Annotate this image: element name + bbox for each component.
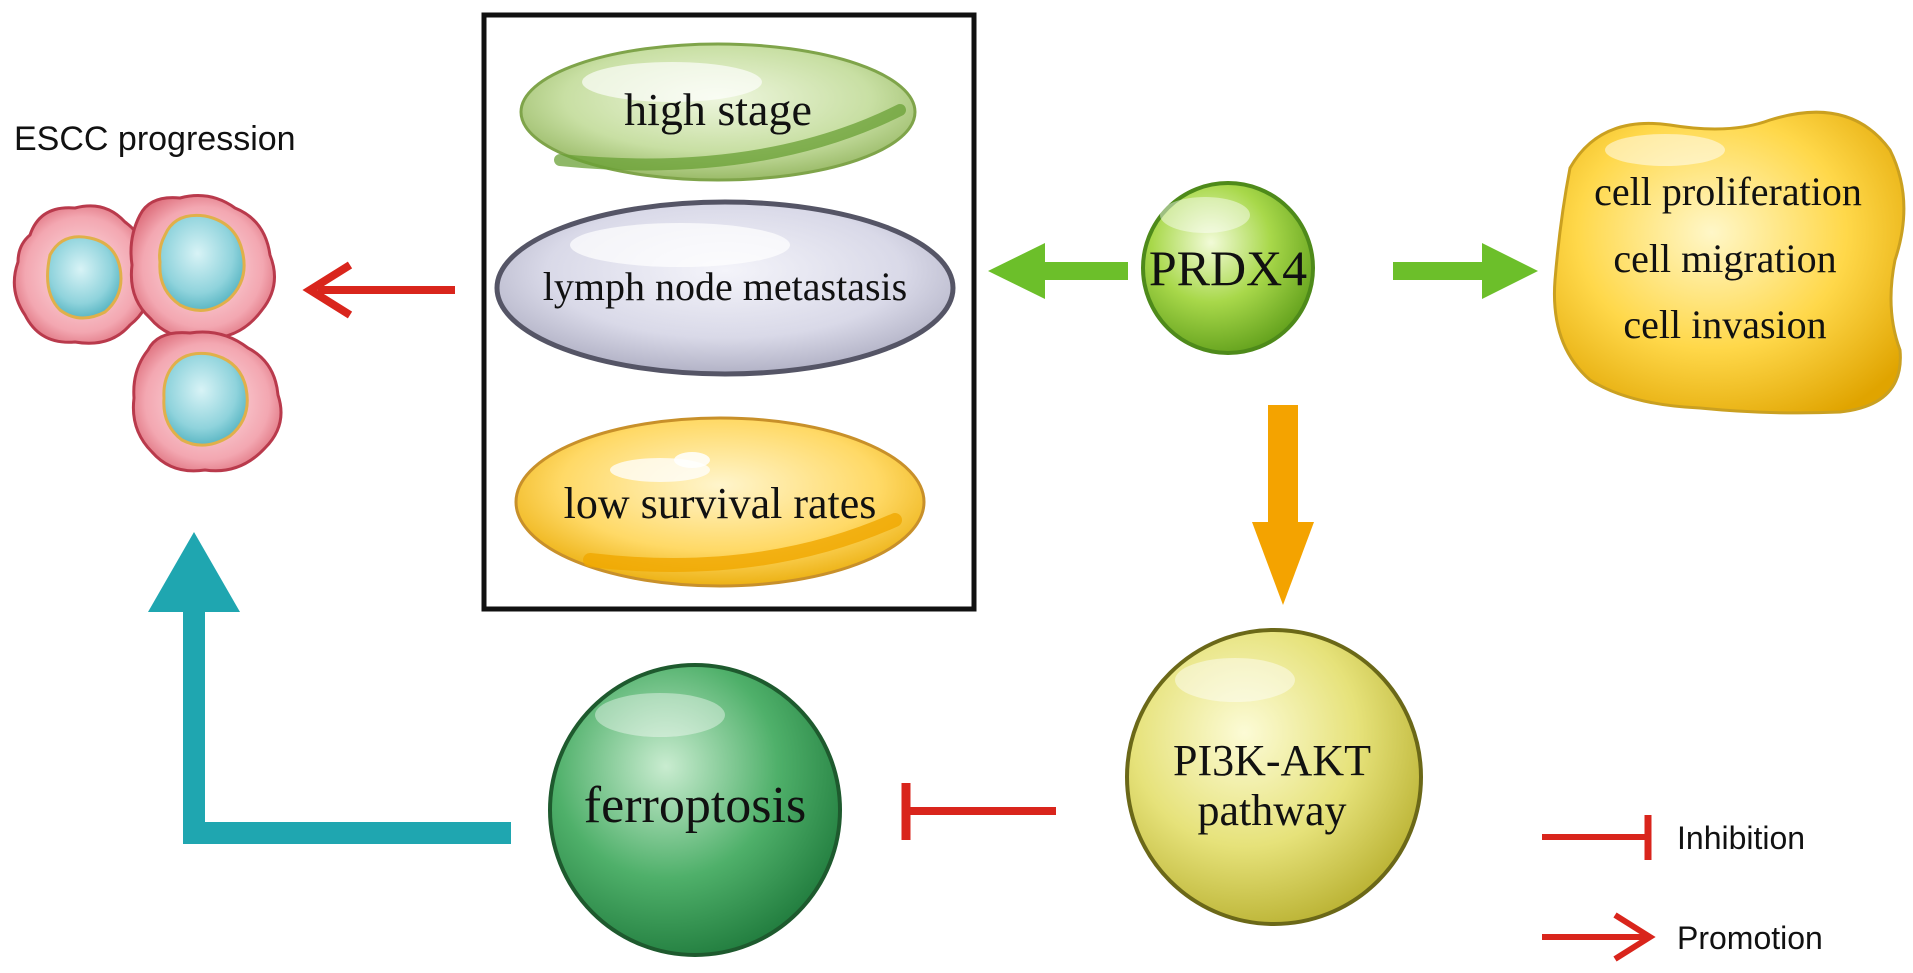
cell-functions-blob: cell proliferation cell migration cell i… <box>1552 110 1906 415</box>
lymph-node-metastasis-label: lymph node metastasis <box>543 264 907 309</box>
prdx4-node: PRDX4 <box>1141 181 1315 355</box>
pathway-label: pathway <box>1197 786 1346 835</box>
ferroptosis-label: ferroptosis <box>584 777 806 834</box>
cancer-cell-icon <box>131 330 283 473</box>
lymph-node-metastasis-ellipse: lymph node metastasis <box>494 199 956 377</box>
prdx4-promotion-arrow-left <box>988 243 1128 299</box>
low-survival-rates-label: low survival rates <box>564 479 877 528</box>
cell-invasion-label: cell invasion <box>1623 302 1826 347</box>
cancer-cell-cluster-icon <box>12 194 283 473</box>
legend-promotion: Promotion <box>1542 912 1823 962</box>
ferroptosis-node: ferroptosis <box>548 663 842 957</box>
promotion-arrow-to-cells <box>302 261 455 319</box>
pi3k-akt-label: PI3K-AKT <box>1173 736 1371 785</box>
legend-inhibition: Inhibition <box>1542 815 1805 860</box>
escc-progression-label: ESCC progression <box>14 120 296 158</box>
prdx4-label: PRDX4 <box>1149 240 1307 296</box>
prdx4-to-pi3k-arrow <box>1252 405 1314 605</box>
cancer-cell-icon <box>129 194 276 341</box>
legend: Inhibition Promotion <box>1542 815 1823 962</box>
high-stage-label: high stage <box>624 84 812 135</box>
low-survival-rates-ellipse: low survival rates <box>514 416 926 588</box>
high-stage-ellipse: high stage <box>519 42 917 182</box>
prdx4-promotion-arrow-right <box>1393 243 1538 299</box>
legend-promotion-label: Promotion <box>1677 920 1823 956</box>
ferroptosis-to-escc-arrow <box>148 532 511 844</box>
pi3k-akt-node: PI3K-AKT pathway <box>1125 628 1423 926</box>
cell-proliferation-label: cell proliferation <box>1594 169 1862 214</box>
cell-migration-label: cell migration <box>1613 236 1836 281</box>
cancer-cell-icon <box>12 204 151 345</box>
legend-inhibition-label: Inhibition <box>1677 820 1805 856</box>
pi3k-inhibits-ferroptosis-line <box>901 783 1056 840</box>
